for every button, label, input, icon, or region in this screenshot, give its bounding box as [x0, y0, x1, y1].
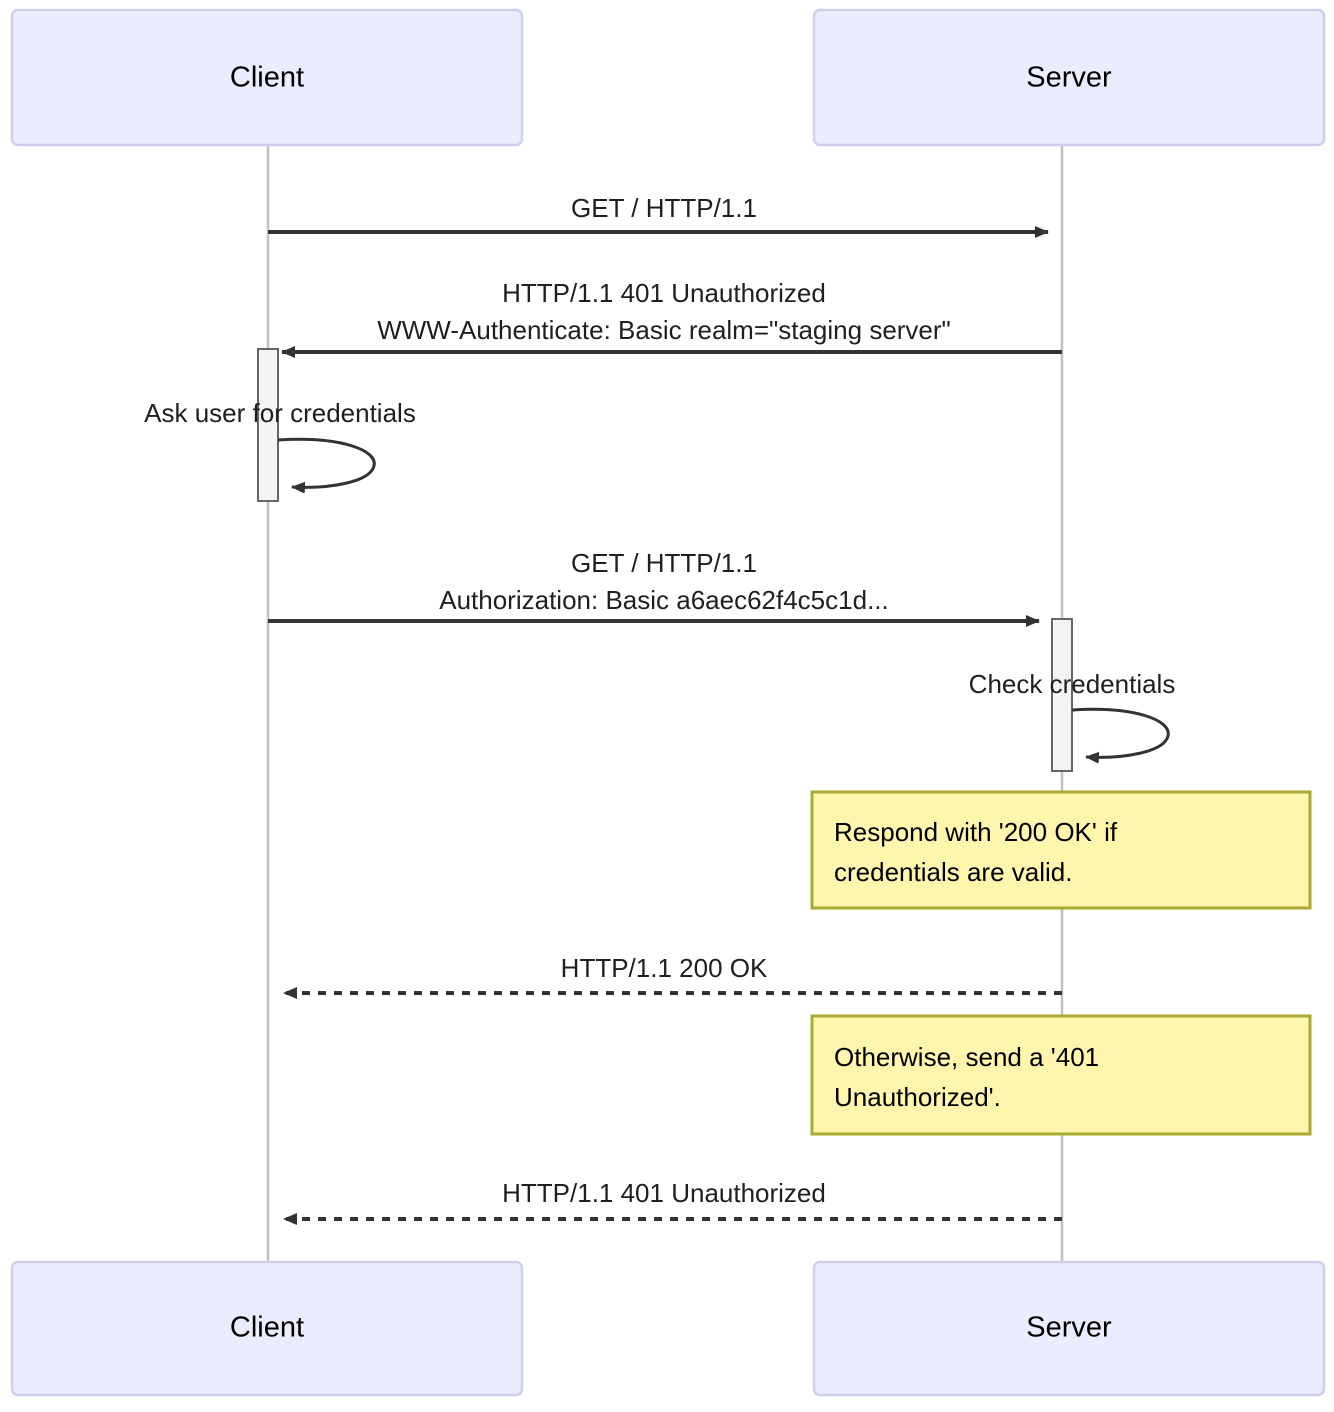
activation-bar-client	[257, 348, 279, 502]
message-msg-1: GET / HTTP/1.1	[268, 193, 1049, 238]
activation-bar-server	[1051, 618, 1073, 772]
note-note-1-line-1: Respond with '200 OK' if	[834, 817, 1118, 847]
note-note-1: Respond with '200 OK' if credentials are…	[810, 790, 1312, 910]
participant-bottom-client[interactable]: Client	[10, 1260, 524, 1397]
message-label-msg-6-line-1: HTTP/1.1 200 OK	[561, 953, 768, 983]
message-msg-3: Ask user for credentials	[144, 398, 416, 494]
participant-top-server[interactable]: Server	[812, 8, 1326, 147]
note-box-note-2	[810, 1014, 1312, 1136]
participant-box-server-top[interactable]	[812, 8, 1326, 147]
participant-label-server-top: Server	[1026, 62, 1112, 94]
participant-box-server-bottom[interactable]	[812, 1260, 1326, 1397]
participant-bottom-server[interactable]: Server	[812, 1260, 1326, 1397]
message-msg-7: HTTP/1.1 401 Unauthorized	[283, 1178, 1062, 1225]
message-label-msg-3-line-1: Ask user for credentials	[144, 398, 416, 428]
self-loop-msg-5	[1071, 707, 1170, 764]
note-note-2-line-1: Otherwise, send a '401	[834, 1042, 1099, 1072]
message-label-msg-1-line-1: GET / HTTP/1.1	[571, 193, 757, 223]
message-label-msg-2-line-2: WWW-Authenticate: Basic realm="staging s…	[377, 315, 951, 345]
participant-label-client-top: Client	[230, 62, 304, 94]
note-note-2: Otherwise, send a '401 Unauthorized'.	[810, 1014, 1312, 1136]
message-msg-2: HTTP/1.1 401 Unauthorized WWW-Authentica…	[281, 278, 1062, 358]
note-box-note-1	[810, 790, 1312, 910]
message-msg-4: GET / HTTP/1.1 Authorization: Basic a6ae…	[268, 548, 1040, 627]
participant-label-client-bottom: Client	[230, 1312, 304, 1344]
message-label-msg-4-line-2: Authorization: Basic a6aec62f4c5c1d...	[439, 585, 889, 615]
participant-box-client-top[interactable]	[10, 8, 524, 147]
message-msg-6: HTTP/1.1 200 OK	[283, 953, 1062, 999]
participant-top-client[interactable]: Client	[10, 8, 524, 147]
note-note-1-line-2: credentials are valid.	[834, 857, 1072, 887]
message-msg-5: Check credentials	[969, 669, 1176, 764]
message-label-msg-7-line-1: HTTP/1.1 401 Unauthorized	[502, 1178, 826, 1208]
message-label-msg-2-line-1: HTTP/1.1 401 Unauthorized	[502, 278, 826, 308]
message-label-msg-5-line-1: Check credentials	[969, 669, 1176, 699]
participant-label-server-bottom: Server	[1026, 1312, 1112, 1344]
participant-box-client-bottom[interactable]	[10, 1260, 524, 1397]
self-loop-msg-3	[277, 437, 376, 494]
note-note-2-line-2: Unauthorized'.	[834, 1082, 1001, 1112]
message-label-msg-4-line-1: GET / HTTP/1.1	[571, 548, 757, 578]
